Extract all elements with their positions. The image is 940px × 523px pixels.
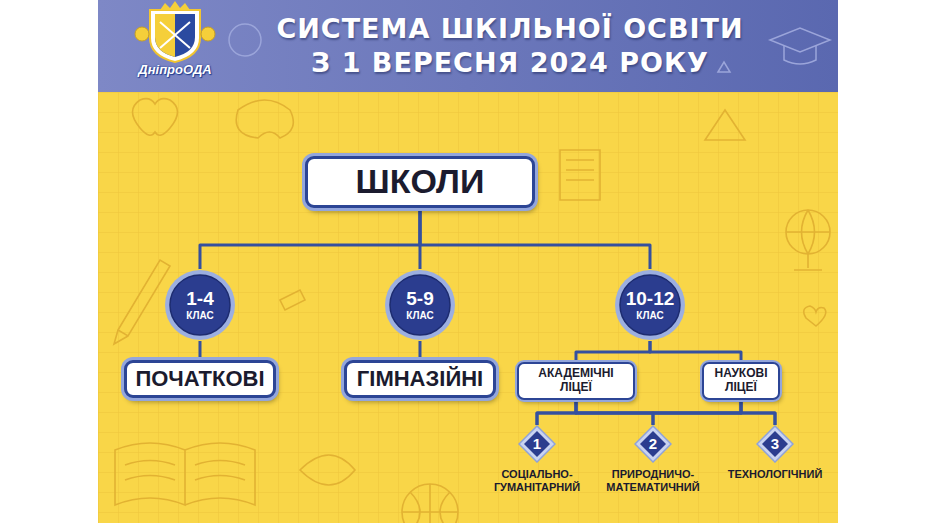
school-box: ГІМНАЗІЙНІ [344, 360, 496, 397]
profile-diamond: 2ПРИРОДНИЧО- МАТЕМАТИЧНИЙ [597, 425, 709, 494]
profile-label: СОЦІАЛЬНО- ГУМАНІТАРНИЙ [481, 468, 593, 494]
circle-core [620, 275, 680, 335]
circle-ring [615, 270, 685, 340]
coat-of-arms [135, 1, 215, 62]
circle-ring [385, 270, 455, 340]
circle-ring [165, 270, 235, 340]
box-label: ГІМНАЗІЙНІ [355, 366, 485, 391]
box-label: АКАДЕМІЧНІ ЛІЦЕЇ [525, 367, 627, 395]
basketball-lines [402, 484, 458, 523]
apple-doodle [229, 24, 261, 56]
tree-connector [200, 208, 420, 269]
callout-number: 3 [756, 425, 794, 463]
page-title: СИСТЕМА ШКІЛЬНОЇ ОСВІТИ З 1 ВЕРЕСНЯ 2024… [230, 12, 790, 80]
grade-circle: 10-12КЛАС [614, 269, 686, 341]
notebook-doodle [560, 150, 600, 200]
grade-word: КЛАС [186, 310, 213, 322]
tree-connector [576, 341, 650, 362]
grade-circle: 5-9КЛАС [384, 269, 456, 341]
logo-text: ДніпроОДА [120, 62, 230, 77]
tree-connector [420, 208, 650, 269]
leaf-doodle [300, 455, 355, 485]
school-doodles [114, 99, 830, 523]
tree-connector [653, 400, 741, 425]
palette-doodle [236, 100, 293, 138]
grade-word: КЛАС [406, 310, 433, 322]
diamond-holder: 2 [634, 425, 672, 463]
title-band [98, 0, 838, 92]
globe-lines [786, 210, 830, 270]
callout-number: 2 [634, 425, 672, 463]
tree-connector [741, 400, 775, 425]
triangle-ruler [705, 110, 745, 140]
grid-paper [98, 92, 838, 523]
yellow-ground [98, 92, 838, 523]
star-doodle [718, 62, 730, 72]
pencil-doodle [114, 260, 170, 344]
diamond-holder: 1 [518, 425, 556, 463]
tree-connector [419, 341, 422, 360]
box-label: НАУКОВІ ЛІЦЕЇ [710, 367, 772, 395]
profile-diamond: 1СОЦІАЛЬНО- ГУМАНІТАРНИЙ [481, 425, 593, 494]
tree-connector [199, 341, 202, 360]
diamond-ring [519, 426, 555, 462]
book-lines [125, 461, 245, 481]
school-box: АКАДЕМІЧНІ ЛІЦЕЇ [517, 362, 635, 400]
grade-range: 1-4 [186, 289, 213, 308]
diamond-ring [757, 426, 793, 462]
graduation-cap [770, 28, 830, 52]
callout-number: 1 [518, 425, 556, 463]
grade-word: КЛАС [636, 310, 663, 322]
tree-connector [650, 341, 741, 362]
grade-range: 10-12 [626, 289, 675, 308]
school-box: ШКОЛИ [305, 156, 535, 207]
graduation-cap [784, 46, 816, 64]
profile-diamond: 3ТЕХНОЛОГІЧНИЙ [719, 425, 831, 481]
profile-label: ПРИРОДНИЧО- МАТЕМАТИЧНИЙ [597, 468, 709, 494]
box-label: ПОЧАТКОВІ [135, 366, 265, 391]
circle-core [390, 275, 450, 335]
box-label: ШКОЛИ [316, 162, 524, 201]
diamond-ring [635, 426, 671, 462]
book-doodle [115, 443, 255, 505]
school-box: ПОЧАТКОВІ [124, 360, 276, 397]
school-box: НАУКОВІ ЛІЦЕЇ [702, 362, 780, 400]
heart-doodle [804, 306, 826, 326]
diamond-holder: 3 [756, 425, 794, 463]
apple-doodle [133, 99, 178, 136]
basketball-doodle [402, 484, 458, 523]
grade-range: 5-9 [406, 289, 433, 308]
tree-connector [537, 400, 741, 425]
circle-core [170, 275, 230, 335]
profile-label: ТЕХНОЛОГІЧНИЙ [719, 468, 831, 481]
eraser-doodle [280, 290, 305, 310]
grade-circle: 1-4КЛАС [164, 269, 236, 341]
